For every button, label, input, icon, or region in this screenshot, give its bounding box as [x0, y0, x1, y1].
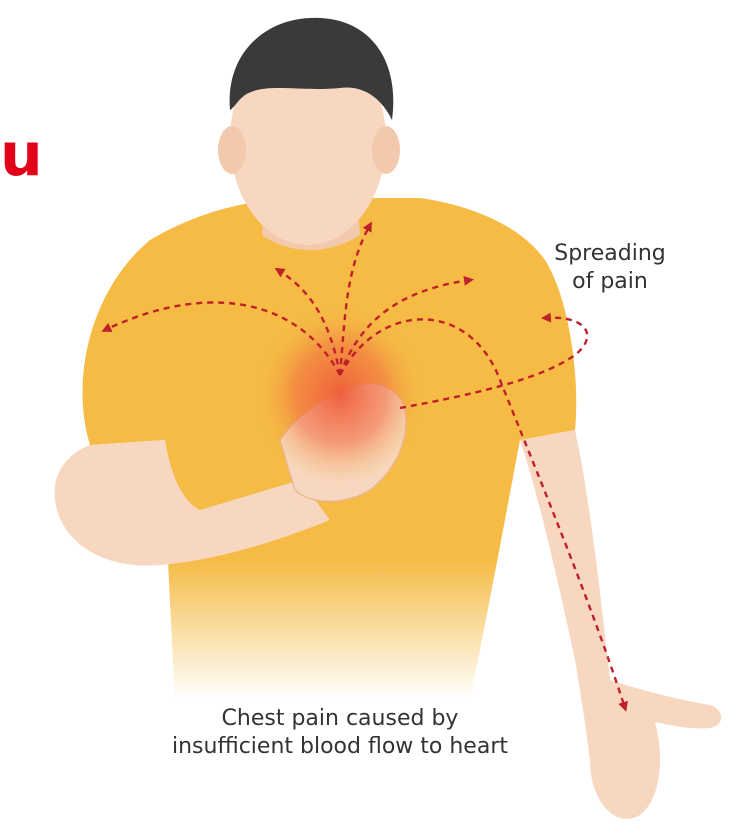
caption-line-2: insufficient blood flow to heart	[60, 733, 620, 761]
cropped-red-text: u	[0, 125, 43, 185]
spreading-of-pain-label: Spreading of pain	[520, 240, 700, 295]
caption: Chest pain caused by insufficient blood …	[60, 705, 620, 760]
right-arm	[520, 430, 721, 819]
pain-glow	[255, 305, 425, 485]
spreading-label-line-2: of pain	[520, 268, 700, 296]
right-ear	[372, 126, 400, 174]
left-ear	[218, 126, 246, 174]
spreading-label-line-1: Spreading	[520, 240, 700, 268]
caption-line-1: Chest pain caused by	[60, 705, 620, 733]
